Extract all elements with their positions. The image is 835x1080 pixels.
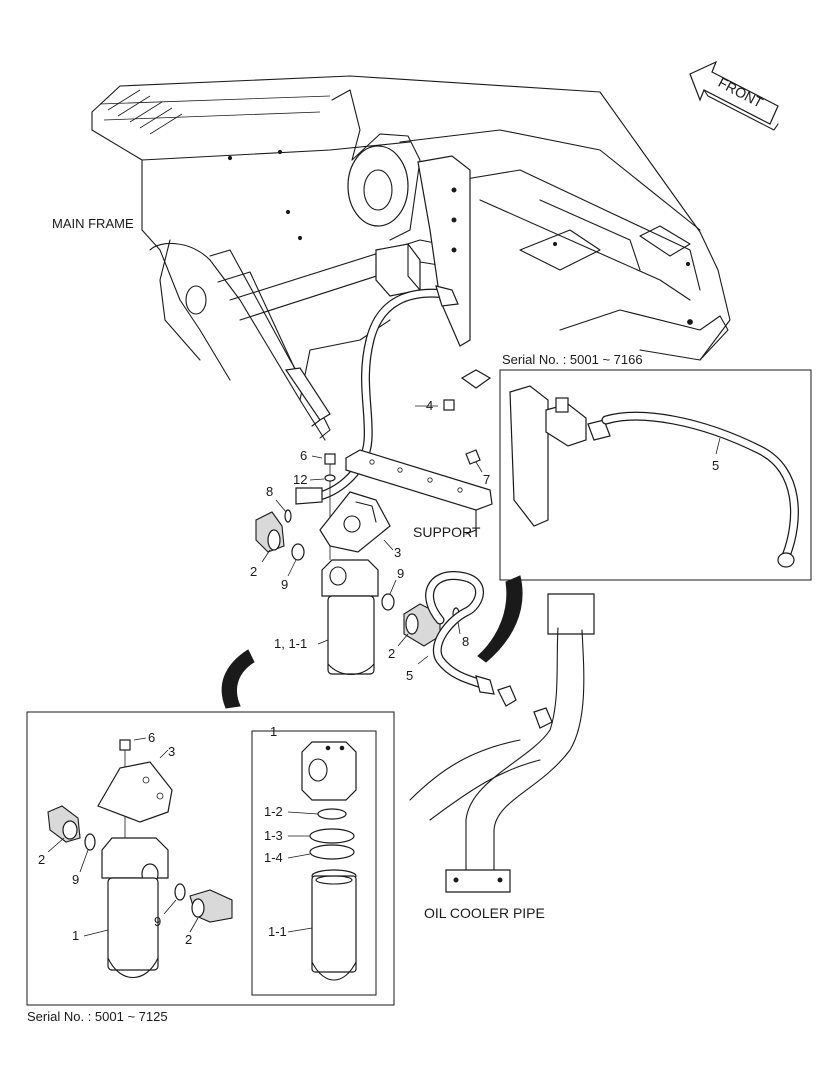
- callout-5-main: 5: [406, 668, 413, 683]
- callout-1-3: 1-3: [264, 828, 283, 843]
- detail-arrow-icon: [221, 575, 523, 709]
- callout-1-exploded: 1: [270, 724, 277, 739]
- callout-2b-inset: 2: [185, 932, 192, 947]
- fitting-left: 8 2 9: [250, 484, 305, 592]
- filter-1: 1, 1-1: [274, 559, 379, 676]
- serial-top-label: Serial No. : 5001 ~ 7166: [502, 352, 643, 367]
- oil-cooler-pipe-label: OIL COOLER PIPE: [424, 905, 545, 921]
- bracket-3: 3: [319, 491, 401, 560]
- inset-serial-7166: Serial No. : 5001 ~ 7166 5: [499, 352, 812, 581]
- callout-8b: 8: [462, 634, 469, 649]
- callout-3: 3: [394, 545, 401, 560]
- main-frame-illustration: MAIN FRAME: [52, 75, 731, 441]
- inset-filter-exploded: 1 1-2 1-3 1-4 1-1: [251, 724, 377, 996]
- callout-2b: 2: [388, 646, 395, 661]
- callout-1-main: 1, 1-1: [274, 636, 307, 651]
- callout-4: 4: [426, 398, 433, 413]
- callout-1-4: 1-4: [264, 850, 283, 865]
- callout-1-inset: 1: [72, 928, 79, 943]
- callout-9b: 9: [397, 566, 404, 581]
- callout-1-1: 1-1: [268, 924, 287, 939]
- hose-5: 5: [406, 571, 553, 729]
- callout-5-top-inset: 5: [712, 458, 719, 473]
- callout-2a: 2: [250, 564, 257, 579]
- bolt-6: 6 12: [293, 448, 336, 560]
- callout-1-2: 1-2: [264, 804, 283, 819]
- callout-2a-inset: 2: [38, 852, 45, 867]
- front-arrow-icon: FRONT: [689, 60, 779, 131]
- callout-8a: 8: [266, 484, 273, 499]
- callout-9a-inset: 9: [72, 872, 79, 887]
- callout-3-inset: 3: [168, 744, 175, 759]
- serial-bottom-label: Serial No. : 5001 ~ 7125: [27, 1009, 168, 1024]
- inset-serial-7125: Serial No. : 5001 ~ 7125 6 3 2 9 1 9: [26, 711, 395, 1024]
- callout-9b-inset: 9: [154, 914, 161, 929]
- support-bracket: SUPPORT: [345, 449, 493, 540]
- callout-7: 7: [483, 472, 490, 487]
- bolt-7: 7: [465, 449, 490, 487]
- callout-6: 6: [300, 448, 307, 463]
- hose-4: 4: [295, 285, 459, 505]
- support-label: SUPPORT: [413, 524, 481, 540]
- callout-6-inset: 6: [148, 730, 155, 745]
- main-frame-label: MAIN FRAME: [52, 216, 134, 231]
- callout-9a: 9: [281, 577, 288, 592]
- oil-cooler-pipe: OIL COOLER PIPE: [409, 593, 595, 921]
- callout-12: 12: [293, 472, 307, 487]
